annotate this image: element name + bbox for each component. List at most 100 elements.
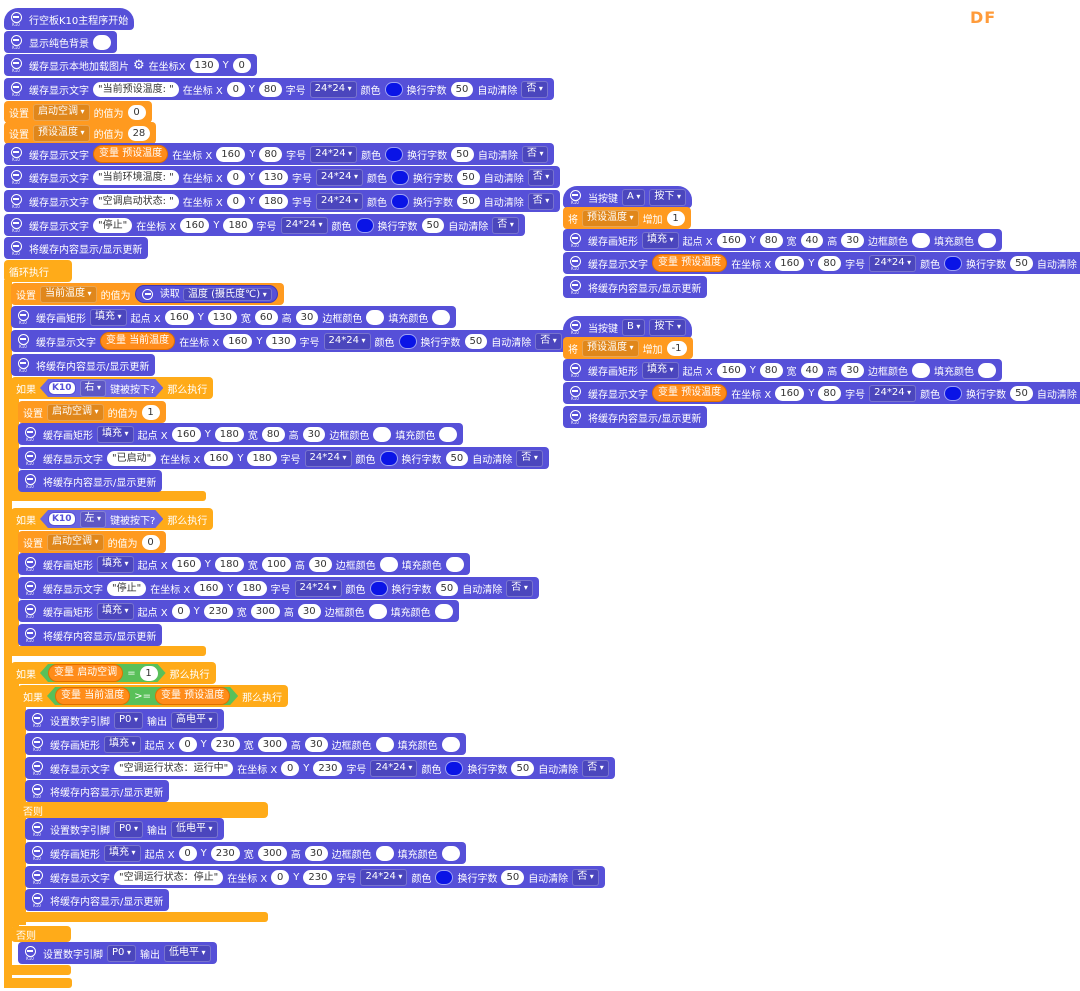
width-input[interactable]: 80 — [261, 426, 285, 442]
variable-reporter[interactable]: 变量 当前温度 — [55, 687, 130, 705]
x-input[interactable]: 160 — [171, 426, 201, 442]
y-input[interactable]: 80 — [259, 146, 283, 162]
value-input[interactable]: 1 — [140, 666, 158, 681]
x-input[interactable]: 0 — [171, 603, 190, 619]
fill-mode-dropdown[interactable]: 填充 — [104, 844, 141, 862]
y-input[interactable]: 80 — [258, 81, 282, 97]
level-dropdown[interactable]: 低电平 — [163, 944, 211, 962]
font-size-dropdown[interactable]: 24*24 — [310, 145, 358, 163]
fill-color-swatch[interactable] — [978, 362, 996, 378]
wrap-input[interactable]: 50 — [464, 333, 488, 349]
text-input[interactable]: "空调启动状态: " — [93, 193, 179, 209]
cache-display-text-block[interactable]: K10 缓存显示文字 变量 预设温度 在坐标 X 160 Y 80 字号 24*… — [4, 143, 555, 165]
height-input[interactable]: 30 — [304, 736, 328, 752]
y-input[interactable]: 180 — [247, 450, 277, 466]
y-input[interactable]: 80 — [818, 255, 842, 271]
y-input[interactable]: 130 — [258, 169, 288, 185]
key-dropdown[interactable]: 右 — [80, 380, 107, 397]
cache-refresh-block[interactable]: K10 将缓存内容显示/显示更新 — [4, 237, 149, 259]
cache-display-text-block[interactable]: K10 缓存显示文字 "当前预设温度: " 在坐标 X 0 Y 80 字号 24… — [4, 78, 554, 100]
fill-color-swatch[interactable] — [445, 556, 464, 572]
variable-dropdown[interactable]: 预设温度 — [582, 209, 639, 227]
y-input[interactable]: 230 — [203, 603, 233, 619]
value-input[interactable]: 28 — [127, 125, 151, 141]
variable-dropdown[interactable]: 启动空调 — [33, 103, 90, 121]
x-input[interactable]: 160 — [180, 217, 210, 233]
border-color-swatch[interactable] — [368, 603, 387, 619]
cache-refresh-block[interactable]: K10 将缓存内容显示/显示更新 — [25, 780, 170, 802]
level-dropdown[interactable]: 高电平 — [170, 711, 218, 729]
auto-clear-dropdown[interactable]: 否 — [527, 192, 555, 210]
width-input[interactable]: 300 — [250, 603, 280, 619]
x-input[interactable]: 0 — [226, 169, 245, 185]
key-dropdown[interactable]: B — [622, 318, 646, 336]
set-digital-pin-block[interactable]: K10 设置数字引脚 P0 输出 低电平 — [18, 942, 217, 964]
x-input[interactable]: 0 — [271, 869, 290, 885]
variable-dropdown[interactable]: 启动空调 — [47, 533, 104, 551]
value-input[interactable]: 0 — [141, 534, 160, 550]
set-variable-block[interactable]: 设置 预设温度 的值为 28 — [4, 122, 157, 144]
fill-mode-dropdown[interactable]: 填充 — [97, 602, 134, 620]
font-size-dropdown[interactable]: 24*24 — [869, 384, 917, 402]
set-digital-pin-block[interactable]: K10 设置数字引脚 P0 输出 高电平 — [25, 709, 224, 731]
fill-mode-dropdown[interactable]: 填充 — [97, 555, 134, 573]
height-input[interactable]: 30 — [295, 309, 319, 325]
wrap-input[interactable]: 50 — [445, 450, 469, 466]
border-color-swatch[interactable] — [912, 232, 930, 248]
wrap-input[interactable]: 50 — [421, 217, 445, 233]
font-size-dropdown[interactable]: 24*24 — [294, 579, 342, 597]
text-input[interactable]: "当前预设温度: " — [93, 81, 179, 97]
x-input[interactable]: 0 — [178, 736, 197, 752]
x-input[interactable]: 160 — [716, 232, 746, 248]
cache-draw-rect-block[interactable]: K10 缓存画矩形 填充 起点 X 160 Y 80 宽 40 高 30 边框颜… — [563, 359, 1002, 381]
set-digital-pin-block[interactable]: K10 设置数字引脚 P0 输出 低电平 — [25, 818, 224, 840]
cache-refresh-block[interactable]: K10 将缓存内容显示/显示更新 — [18, 624, 163, 646]
cache-refresh-block[interactable]: K10 将缓存内容显示/显示更新 — [11, 354, 156, 376]
y-input[interactable]: 230 — [210, 845, 240, 861]
press-dropdown[interactable]: 按下 — [649, 188, 686, 206]
cache-display-text-block[interactable]: K10 缓存显示文字 "已启动" 在坐标 X 160 Y 180 字号 24*2… — [18, 447, 549, 469]
cache-display-text-block[interactable]: K10 缓存显示文字 变量 预设温度 在坐标 X 160 Y 80 字号 24*… — [563, 382, 1080, 404]
width-input[interactable]: 40 — [800, 232, 824, 248]
x-input[interactable]: 0 — [281, 760, 300, 776]
text-color-swatch[interactable] — [384, 81, 403, 97]
set-variable-block[interactable]: 设置 启动空调 的值为 0 — [4, 101, 152, 123]
font-size-dropdown[interactable]: 24*24 — [315, 168, 363, 186]
font-size-dropdown[interactable]: 24*24 — [323, 332, 371, 350]
x-input[interactable]: 0 — [226, 81, 245, 97]
auto-clear-dropdown[interactable]: 否 — [535, 332, 562, 350]
variable-dropdown[interactable]: 预设温度 — [582, 339, 639, 357]
cache-display-text-block[interactable]: K10 缓存显示文字 "停止" 在坐标 X 160 Y 180 字号 24*24… — [18, 577, 539, 599]
cache-display-text-block[interactable]: K10 缓存显示文字 "空调启动状态: " 在坐标 X 0 Y 180 字号 2… — [4, 190, 561, 212]
y-input[interactable]: 230 — [210, 736, 240, 752]
height-input[interactable]: 30 — [302, 426, 326, 442]
x-input[interactable]: 160 — [204, 450, 234, 466]
cache-draw-rect-block[interactable]: K10 缓存画矩形 填充 起点 X 0 Y 230 宽 300 高 30 边框颜… — [25, 733, 466, 755]
variable-reporter[interactable]: 变量 预设温度 — [155, 687, 230, 705]
font-size-dropdown[interactable]: 24*24 — [360, 868, 408, 886]
when-key-a-pressed-block[interactable]: K10 当按键 A 按下 — [563, 186, 692, 208]
cache-display-text-block[interactable]: K10 缓存显示文字 "空调运行状态：停止" 在坐标 X 0 Y 230 字号 … — [25, 866, 605, 888]
text-color-swatch[interactable] — [398, 333, 417, 349]
font-size-dropdown[interactable]: 24*24 — [315, 192, 363, 210]
fill-color-swatch[interactable] — [439, 426, 458, 442]
border-color-swatch[interactable] — [375, 736, 394, 752]
font-size-dropdown[interactable]: 24*24 — [304, 449, 352, 467]
y-input[interactable]: 180 — [214, 556, 244, 572]
y-input[interactable]: 180 — [214, 426, 244, 442]
wrap-input[interactable]: 50 — [450, 81, 474, 97]
if-block-right-key[interactable]: 如果 K10 右 键被按下? 那么执行 — [11, 377, 214, 399]
text-input[interactable]: "空调运行状态：运行中" — [114, 760, 234, 776]
cache-draw-rect-block[interactable]: K10 缓存画矩形 填充 起点 X 0 Y 230 宽 300 高 30 边框颜… — [18, 600, 459, 622]
x-input[interactable]: 160 — [171, 556, 201, 572]
cache-display-text-block[interactable]: K10 缓存显示文字 变量 预设温度 在坐标 X 160 Y 80 字号 24*… — [563, 252, 1080, 274]
border-color-swatch[interactable] — [379, 556, 398, 572]
cache-draw-rect-block[interactable]: K10 缓存画矩形 填充 起点 X 160 Y 180 宽 100 高 30 边… — [18, 553, 470, 575]
y-input[interactable]: 80 — [759, 362, 783, 378]
x-input[interactable]: 160 — [216, 146, 246, 162]
cache-draw-rect-block[interactable]: K10 缓存画矩形 填充 起点 X 160 Y 130 宽 60 高 30 边框… — [11, 306, 457, 328]
text-color-swatch[interactable] — [435, 869, 454, 885]
auto-clear-dropdown[interactable]: 否 — [572, 868, 599, 886]
cache-refresh-block[interactable]: K10 将缓存内容显示/显示更新 — [18, 470, 163, 492]
pin-dropdown[interactable]: P0 — [107, 944, 136, 962]
